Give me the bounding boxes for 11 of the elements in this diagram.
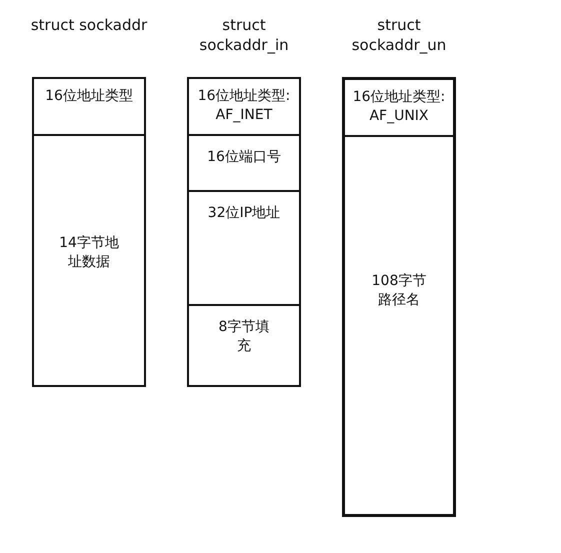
field-label: 16位地址类型: AF_UNIX [352, 88, 446, 126]
field-label: 8字节填充 [218, 318, 270, 356]
struct-name: struct sockaddr_in [198, 15, 290, 55]
struct-name: struct sockaddr_un [350, 15, 448, 55]
field-label: 32位IP地址 [208, 204, 280, 223]
field-label: 16位端口号 [207, 148, 281, 167]
field-label: 16位地址类型: AF_INET [196, 87, 292, 125]
field-label: 16位地址类型 [45, 87, 133, 106]
struct-name: struct sockaddr [30, 15, 148, 35]
field-label: 108字节路径名 [370, 272, 428, 310]
field-label: 14字节地址数据 [59, 234, 119, 272]
